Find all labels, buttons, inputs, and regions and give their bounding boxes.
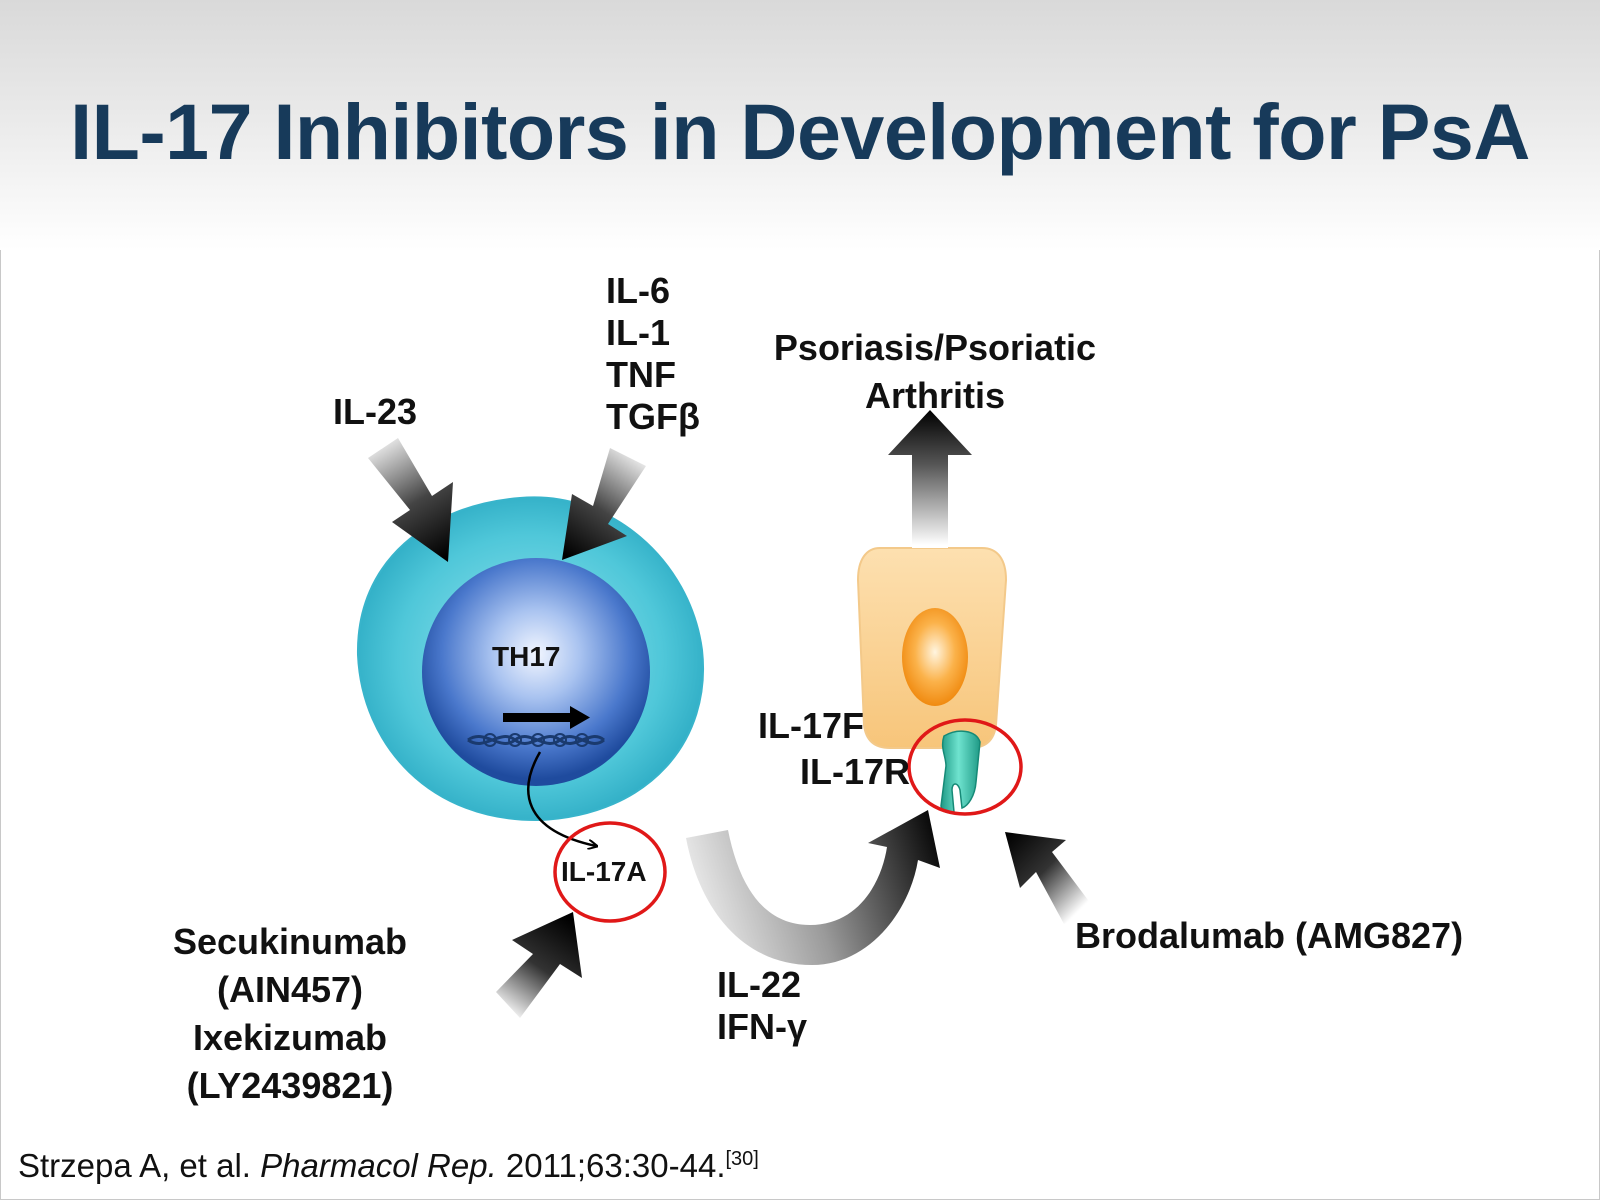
citation-details: 2011;63:30-44. (505, 1147, 726, 1184)
drug-secukinumab: Secukinumab (172, 921, 408, 962)
citation-authors: Strzepa A, et al. (18, 1147, 251, 1184)
il23-arrow-icon (368, 438, 453, 562)
cytokine-il6: IL-6 (606, 270, 671, 311)
il17-receptor-icon (940, 730, 981, 814)
title-band (0, 0, 1600, 250)
drug-secukinumab-code: (AIN457) (216, 969, 364, 1010)
receptor-target-circle (907, 718, 1023, 816)
il17f-label: IL-17F (758, 705, 865, 746)
secukinumab-arrow-icon (496, 912, 582, 1018)
il17a-label: IL-17A (561, 856, 647, 887)
drug-ixekizumab: Ixekizumab (192, 1017, 388, 1058)
cytokine-tgfb: TGFβ (606, 396, 700, 437)
outcome-line-2: Arthritis (864, 375, 1005, 416)
th17-label: TH17 (492, 641, 561, 672)
citation: Strzepa A, et al. Pharmacol Rep. 2011;63… (18, 1147, 759, 1184)
target-cell-nucleus (902, 608, 968, 706)
cytokine-ifng: IFN-γ (717, 1006, 807, 1047)
curved-secretion-arrow-icon (686, 810, 940, 965)
il17r-label: IL-17R (800, 751, 911, 792)
drug-ixekizumab-code: (LY2439821) (186, 1065, 394, 1106)
citation-journal: Pharmacol Rep. (260, 1147, 497, 1184)
expression-arrow-icon (527, 751, 596, 846)
dna-helix-icon (467, 733, 605, 747)
target-cell (856, 547, 1008, 749)
th17-nucleus (422, 558, 650, 786)
cytokine-il22: IL-22 (717, 964, 802, 1005)
disease-arrow-icon (888, 410, 972, 548)
cytokine-tnf: TNF (606, 354, 676, 395)
cytokines-arrow-icon (562, 448, 646, 560)
outcome-label: Psoriasis/Psoriatic Arthritis (735, 324, 1135, 420)
drug-brodalumab: Brodalumab (AMG827) (1075, 915, 1464, 956)
other-cytokines: IL-22 IFN-γ (717, 964, 807, 1048)
il17a-target-circle (553, 821, 667, 923)
slide-title: IL-17 Inhibitors in Development for PsA (70, 87, 1530, 176)
outcome-line-1: Psoriasis/Psoriatic (773, 327, 1097, 368)
citation-ref: [30] (725, 1148, 759, 1170)
left-drugs: Secukinumab (AIN457) Ixekizumab (LY24398… (140, 918, 440, 1110)
cytokine-list: IL-6 IL-1 TNF TGFβ (606, 270, 700, 438)
brodalumab-arrow-icon (1005, 832, 1094, 924)
transcription-arrow-icon (503, 706, 590, 729)
th17-cell (356, 496, 705, 822)
il23-label: IL-23 (333, 391, 418, 432)
cytokine-il1: IL-1 (606, 312, 671, 353)
